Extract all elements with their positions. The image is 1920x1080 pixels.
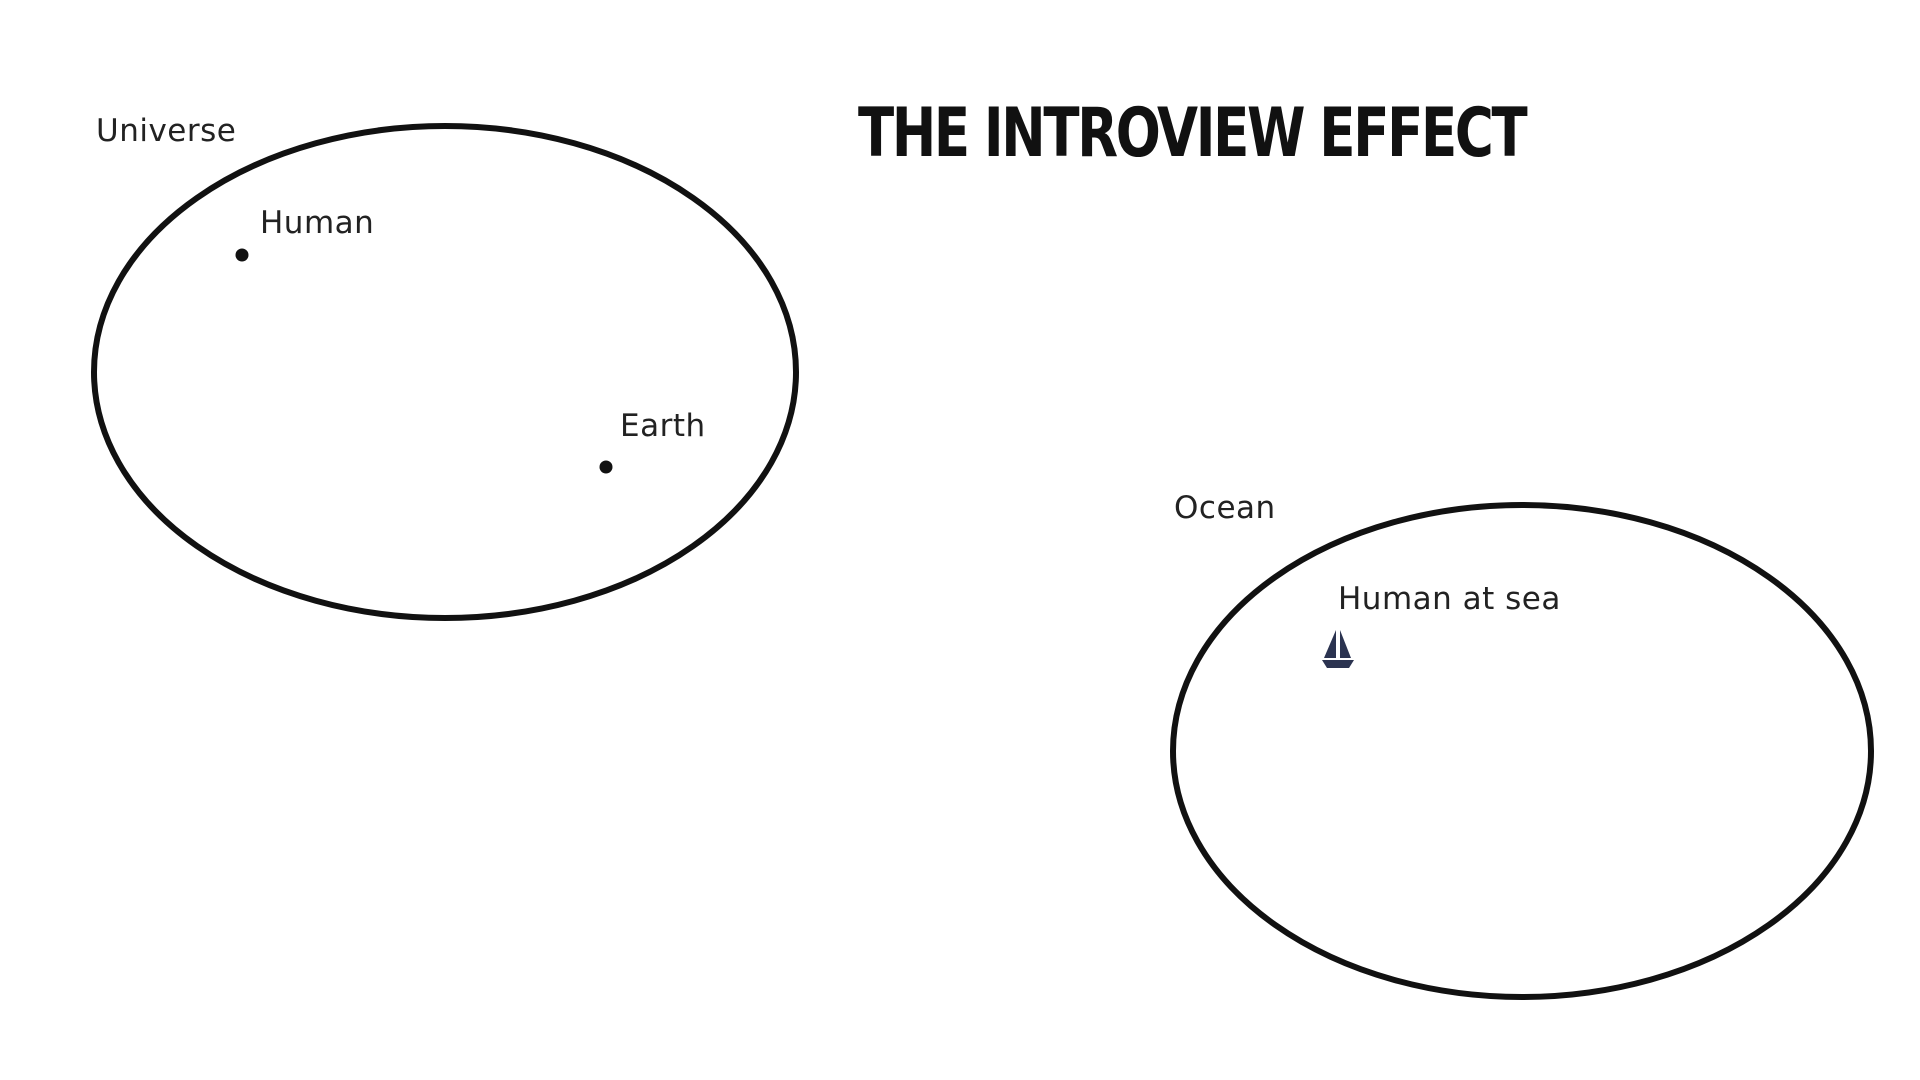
human-at-sea-label: Human at sea (1338, 581, 1561, 617)
universe-ellipse (91, 123, 799, 621)
sailboat-icon (1322, 630, 1354, 668)
human-label: Human (260, 205, 375, 241)
human-dot (235, 248, 249, 262)
ocean-ellipse (1170, 502, 1874, 1000)
earth-label: Earth (620, 408, 706, 444)
page-title: THE INTROVIEW EFFECT (858, 94, 1528, 173)
universe-label: Universe (96, 113, 237, 149)
ocean-label: Ocean (1174, 490, 1276, 526)
earth-dot (599, 460, 613, 474)
